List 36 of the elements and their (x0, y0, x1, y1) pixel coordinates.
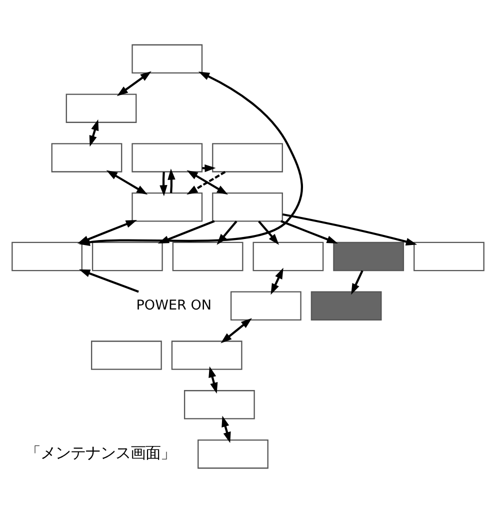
node-box (198, 438, 268, 468)
node-box (333, 241, 404, 271)
node-box (212, 142, 283, 172)
arrow (89, 118, 99, 146)
arrow (208, 366, 218, 394)
node-box (230, 290, 302, 320)
arrow (258, 220, 280, 244)
node-box (12, 241, 82, 271)
node-box (66, 93, 137, 122)
arrow (79, 268, 139, 292)
node-box (310, 290, 382, 320)
node-box (252, 241, 324, 271)
node-text: POWER ON (136, 296, 212, 313)
arrow (351, 270, 364, 294)
arrow (202, 164, 216, 172)
node-box (414, 241, 484, 271)
node-box (92, 241, 163, 271)
label: 「メンテナンス画面」 (25, 443, 176, 462)
arrow (116, 70, 152, 96)
arrow (280, 220, 338, 243)
arrow (168, 168, 176, 193)
arrow (270, 267, 284, 294)
node-box (132, 142, 203, 172)
node-box (132, 44, 203, 74)
arrow (282, 212, 418, 245)
node-box (172, 241, 244, 271)
arrow (160, 171, 168, 196)
node-box (91, 340, 162, 370)
node-box (51, 142, 122, 172)
node-box (171, 340, 242, 370)
arrow (222, 415, 231, 443)
node-box (212, 192, 283, 222)
arrow (220, 318, 252, 343)
node-box (184, 390, 255, 419)
node-box (132, 192, 203, 222)
arrow (106, 170, 148, 194)
